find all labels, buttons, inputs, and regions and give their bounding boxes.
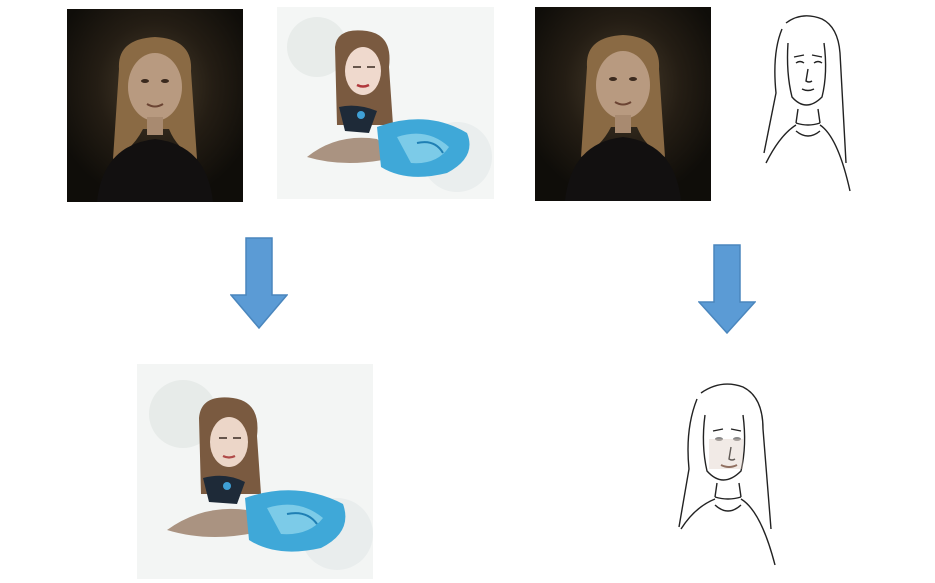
result-line-sketch [655,379,790,569]
portrait-photo-image [535,7,711,201]
line-sketch-image [752,13,862,193]
content-photo-left [67,9,243,202]
watercolor-image [277,7,494,199]
result-watercolor [137,364,373,579]
down-arrow-icon [698,244,756,334]
stylized-line-sketch-image [655,379,790,569]
content-photo-right [535,7,711,201]
down-arrow-right [698,244,756,334]
style-line-sketch-top [752,13,862,193]
down-arrow-icon [230,237,288,329]
stylized-watercolor-image [137,364,373,579]
style-watercolor-top [277,7,494,199]
portrait-photo-image [67,9,243,202]
down-arrow-left [230,237,288,329]
